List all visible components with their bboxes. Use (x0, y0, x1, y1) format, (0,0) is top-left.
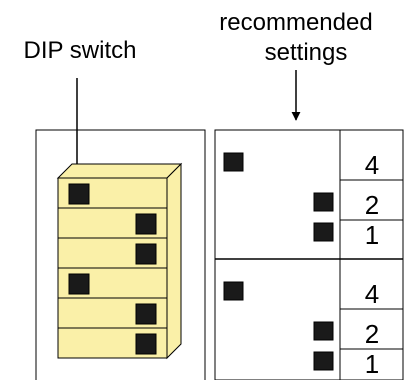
recommended-label-line2: settings (265, 39, 348, 66)
dip-switch-knob (68, 273, 90, 295)
dip-switch-knob (68, 183, 90, 205)
settings-value: 1 (365, 220, 379, 250)
dip-switch-knob (135, 213, 157, 235)
dip-switch-knob (135, 303, 157, 325)
settings-value: 4 (365, 150, 379, 180)
switch-panel-frame (35, 129, 206, 380)
setting-knob (313, 192, 334, 212)
recommended-label-line1: recommended (219, 9, 372, 36)
dip-switch-knob (135, 333, 157, 355)
setting-knob (313, 321, 334, 341)
settings-table-frame (214, 129, 404, 380)
setting-knob (313, 222, 334, 242)
settings-value: 2 (365, 319, 379, 349)
dip-switch-body (56, 162, 183, 360)
setting-knob (223, 152, 244, 172)
setting-knob (313, 351, 334, 371)
settings-value: 2 (365, 190, 379, 220)
settings-value: 4 (365, 279, 379, 309)
dip-switch-top-face (56, 163, 183, 179)
dip-switch-label: DIP switch (24, 37, 137, 64)
settings-value: 1 (365, 349, 379, 379)
setting-knob (223, 281, 244, 301)
dip-switch-side-face (166, 162, 182, 360)
dip-switch-knob (135, 243, 157, 265)
